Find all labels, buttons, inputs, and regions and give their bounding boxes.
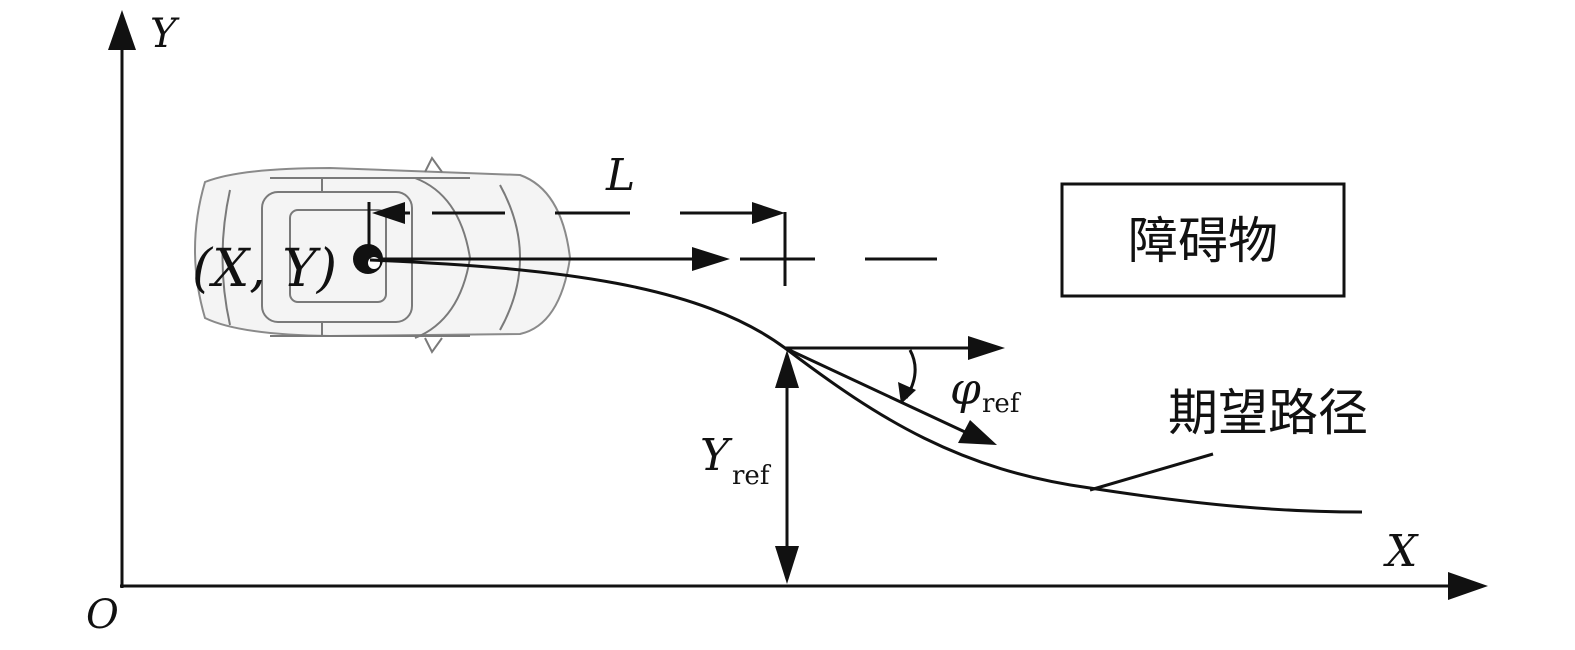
phi-ref-label-main: φ xyxy=(950,364,981,415)
y-ref-label-sub: ref xyxy=(732,461,772,491)
car-body xyxy=(194,166,572,338)
obstacle-box xyxy=(1060,182,1346,298)
lookahead-label: L xyxy=(605,150,635,201)
obstacle: 障碍物 xyxy=(1060,182,1346,298)
tangent-line xyxy=(784,346,966,434)
vehicle-position-label: (X, Y) xyxy=(192,239,337,299)
x-axis-arrowhead xyxy=(1448,572,1488,600)
obstacle-label: 障碍物 xyxy=(1128,212,1278,270)
car-mirror-top xyxy=(424,156,443,173)
x-axis-label: X xyxy=(1383,526,1419,577)
heading-line xyxy=(382,247,937,271)
desired-path-curve xyxy=(369,258,1363,514)
y-axis-label: Y xyxy=(150,11,180,57)
desired-path-leader xyxy=(1089,452,1214,492)
y-ref-label-main: Y xyxy=(700,430,733,481)
car-roof xyxy=(261,191,413,323)
y-ref-arrow-top xyxy=(775,350,799,388)
heading-arrowhead xyxy=(692,247,730,271)
y-ref-arrow-bottom xyxy=(775,546,799,584)
tangent-arrowhead xyxy=(958,420,997,445)
phi-ref-label-sub: ref xyxy=(982,389,1022,419)
lookahead-arrow-left xyxy=(372,202,405,224)
car-rear-window xyxy=(221,189,231,326)
horizontal-reference-arrowhead xyxy=(968,336,1005,360)
reference-heading: φ ref xyxy=(784,336,1022,445)
lookahead-arrow-right xyxy=(752,202,785,224)
car-mirror-bottom xyxy=(424,337,443,354)
origin-label: O xyxy=(86,592,119,638)
axes: Y X O xyxy=(86,10,1488,638)
car-sunroof xyxy=(289,209,387,303)
y-ref-dimension: Y ref xyxy=(700,350,799,584)
lookahead-dimension: L xyxy=(367,150,787,286)
vehicle-position-point: (X, Y) xyxy=(192,239,383,299)
car-top-view xyxy=(194,156,572,354)
y-axis-arrowhead xyxy=(108,10,136,50)
desired-path-label: 期望路径 xyxy=(1168,384,1368,442)
phi-ref-arc-arrowhead xyxy=(898,382,916,404)
